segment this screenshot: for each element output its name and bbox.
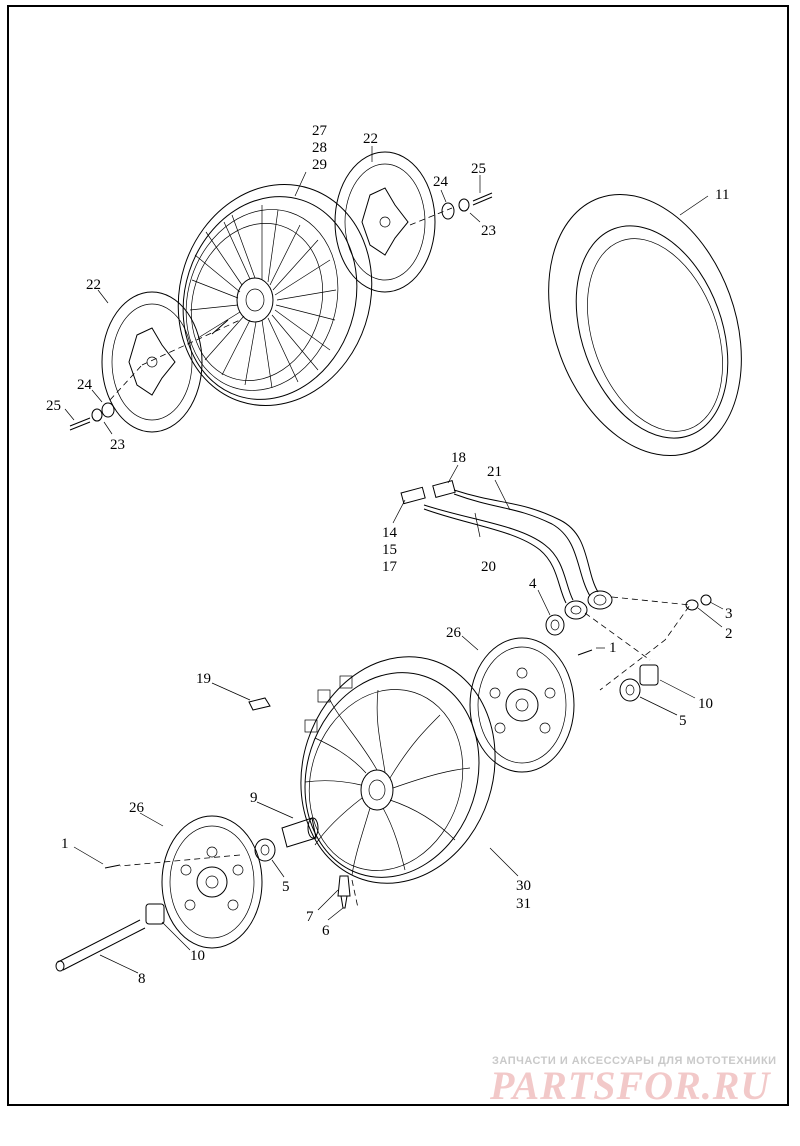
watermark-tagline: ЗАПЧАСТИ И АКСЕССУАРЫ ДЛЯ МОТОТЕХНИКИ <box>492 1055 777 1067</box>
callout-2: 2 <box>725 626 733 642</box>
callout-6: 6 <box>322 923 330 939</box>
callout-17: 17 <box>382 559 398 575</box>
bearing-4 <box>545 614 565 636</box>
callout-24-left: 24 <box>77 377 93 393</box>
spacer-3 <box>700 594 712 606</box>
callout-27: 27 <box>312 123 328 139</box>
valve-stem <box>337 875 351 909</box>
callout-3: 3 <box>725 606 733 622</box>
front-left-axis-dash <box>119 854 241 867</box>
callout-4: 4 <box>529 576 537 592</box>
front-wheel <box>300 656 496 884</box>
callout-10-right: 10 <box>698 696 713 712</box>
callout-23-left: 23 <box>110 437 125 453</box>
callouts: 27 28 29 22 24 25 23 11 22 24 25 23 18 2… <box>46 123 733 987</box>
callout-10-left: 10 <box>190 948 205 964</box>
rear-rotor-left <box>101 291 203 433</box>
callout-14: 14 <box>382 525 398 541</box>
callout-22-rear-left: 22 <box>86 277 101 293</box>
rear-washer-right <box>441 202 455 220</box>
callout-21: 21 <box>487 464 502 480</box>
callout-26-right: 26 <box>446 625 462 641</box>
leader-lines <box>64 146 724 974</box>
callout-22-rear-right: 22 <box>363 131 378 147</box>
callout-15: 15 <box>382 542 397 558</box>
callout-9: 9 <box>250 790 258 806</box>
rear-nut-right <box>458 198 470 212</box>
tire <box>548 193 742 457</box>
valve-dash <box>351 879 359 909</box>
callout-1-left: 1 <box>61 836 69 852</box>
callout-11-tire: 11 <box>715 187 729 203</box>
callout-24-right: 24 <box>433 174 449 190</box>
callout-7: 7 <box>306 909 314 925</box>
spacer-left-10 <box>145 903 165 925</box>
callout-26-left: 26 <box>129 800 145 816</box>
right-axis-dash <box>599 596 691 691</box>
callout-20: 20 <box>481 559 496 575</box>
callout-19: 19 <box>196 671 211 687</box>
bearing-left-5 <box>254 838 276 862</box>
callout-30: 30 <box>516 878 531 894</box>
rear-screw-left <box>69 417 91 431</box>
watermark-logo: PARTSFOR.RU <box>490 1063 771 1108</box>
rear-cast-wheel <box>177 184 373 406</box>
callout-1-right: 1 <box>609 640 617 656</box>
callout-18: 18 <box>451 450 466 466</box>
axle-8 <box>55 919 146 972</box>
rear-nut-left <box>91 408 103 422</box>
callout-25-left: 25 <box>46 398 61 414</box>
rear-washer-left <box>101 402 115 418</box>
right-axis-dash-b <box>584 612 651 661</box>
diagram-frame <box>7 5 789 1106</box>
rear-axis-line-left <box>141 319 241 366</box>
washer-2 <box>685 599 699 611</box>
callout-29: 29 <box>312 157 327 173</box>
callout-5-left: 5 <box>282 879 290 895</box>
spacer-right-10 <box>639 664 659 686</box>
bearing-right-5 <box>619 678 641 702</box>
callout-25-right: 25 <box>471 161 486 177</box>
rear-axis-line-left-b <box>109 364 143 401</box>
callout-8: 8 <box>138 971 146 987</box>
front-rotor-left <box>161 815 263 949</box>
callout-31: 31 <box>516 896 531 912</box>
clip-19 <box>248 697 271 711</box>
spacer-tube-9 <box>281 817 319 848</box>
front-rotor-right <box>469 637 575 773</box>
screw-left-1 <box>104 864 121 869</box>
callout-23-right: 23 <box>481 223 496 239</box>
callout-28: 28 <box>312 140 327 156</box>
callout-5-right: 5 <box>679 713 687 729</box>
rear-rotor-right <box>334 151 436 293</box>
sensor-harness <box>400 480 613 620</box>
screw-right-1 <box>577 649 593 656</box>
rear-screw-right <box>472 192 493 206</box>
rear-right-axis-line <box>409 207 453 226</box>
